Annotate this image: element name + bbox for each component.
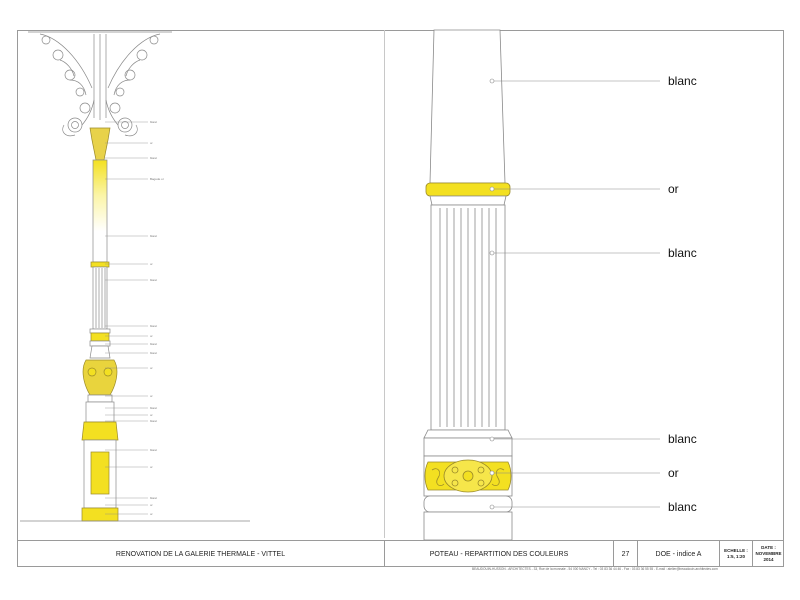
right-leader-lines: [492, 80, 660, 508]
ornamental-bracket: [28, 31, 172, 137]
right-detail-elevation: [423, 29, 660, 541]
view-divider: [384, 30, 385, 538]
left-leader-lines: [105, 121, 148, 515]
left-label: or: [150, 141, 153, 145]
scale-cell: ECHELLE : 1:5, 1:20: [720, 541, 753, 567]
left-label: blanc: [150, 278, 158, 282]
capital: [89, 127, 111, 161]
left-label: blanc: [150, 156, 158, 160]
left-label: or: [150, 366, 153, 370]
left-label: blanc: [150, 351, 158, 355]
upper-shaft: [92, 159, 108, 263]
left-label: or: [150, 465, 153, 469]
drawing-sheet: [17, 30, 784, 567]
label-base-ring: blanc: [668, 432, 697, 446]
sheet-number: 27: [614, 541, 638, 567]
document-index: DOE - indice A: [638, 541, 720, 567]
left-label: blanc: [150, 406, 158, 410]
label-bottom: blanc: [668, 500, 697, 514]
left-label: or: [150, 334, 153, 338]
architect-footer: BEAUDOUIN-HUSSON - ARCHITECTES - 33, Rue…: [472, 567, 718, 571]
left-label: or: [150, 512, 153, 516]
label-top: blanc: [668, 74, 697, 88]
left-label: blanc: [150, 419, 158, 423]
shaft-ring: [90, 261, 110, 268]
left-label: blanc: [150, 342, 158, 346]
ornate-lower-section: [82, 359, 118, 396]
left-column-elevation: [20, 31, 250, 522]
left-label: Bagude or: [150, 177, 164, 181]
title-block: RENOVATION DE LA GALERIE THERMALE - VITT…: [17, 540, 784, 567]
label-ring: or: [668, 182, 679, 196]
left-label: blanc: [150, 234, 158, 238]
date-value: NOVEMBRE 2014: [755, 551, 782, 562]
left-label: blanc: [150, 496, 158, 500]
detail-gold-ring: [425, 182, 511, 197]
left-label: or: [150, 394, 153, 398]
left-label: or: [150, 503, 153, 507]
left-label: or: [150, 413, 153, 417]
pedestal-panel: [90, 451, 110, 495]
label-fluted: blanc: [668, 246, 697, 260]
date-cell: DATE : NOVEMBRE 2014: [753, 541, 784, 567]
left-label: or: [150, 262, 153, 266]
pedestal-ornament: [81, 421, 119, 441]
scale-label: ECHELLE :: [724, 548, 748, 553]
detail-upper-shaft: [429, 29, 506, 184]
sheet-title: POTEAU - REPARTITION DES COULEURS: [385, 541, 614, 567]
scale-value: 1:5, 1:20: [726, 554, 745, 559]
date-label: DATE :: [761, 545, 776, 550]
project-title: RENOVATION DE LA GALERIE THERMALE - VITT…: [17, 541, 385, 567]
left-label: blanc: [150, 324, 158, 328]
small-medallion: [90, 332, 110, 342]
detail-gold-medallion: [424, 459, 512, 493]
left-label: blanc: [150, 120, 158, 124]
label-medallion: or: [668, 466, 679, 480]
left-label: blanc: [150, 448, 158, 452]
